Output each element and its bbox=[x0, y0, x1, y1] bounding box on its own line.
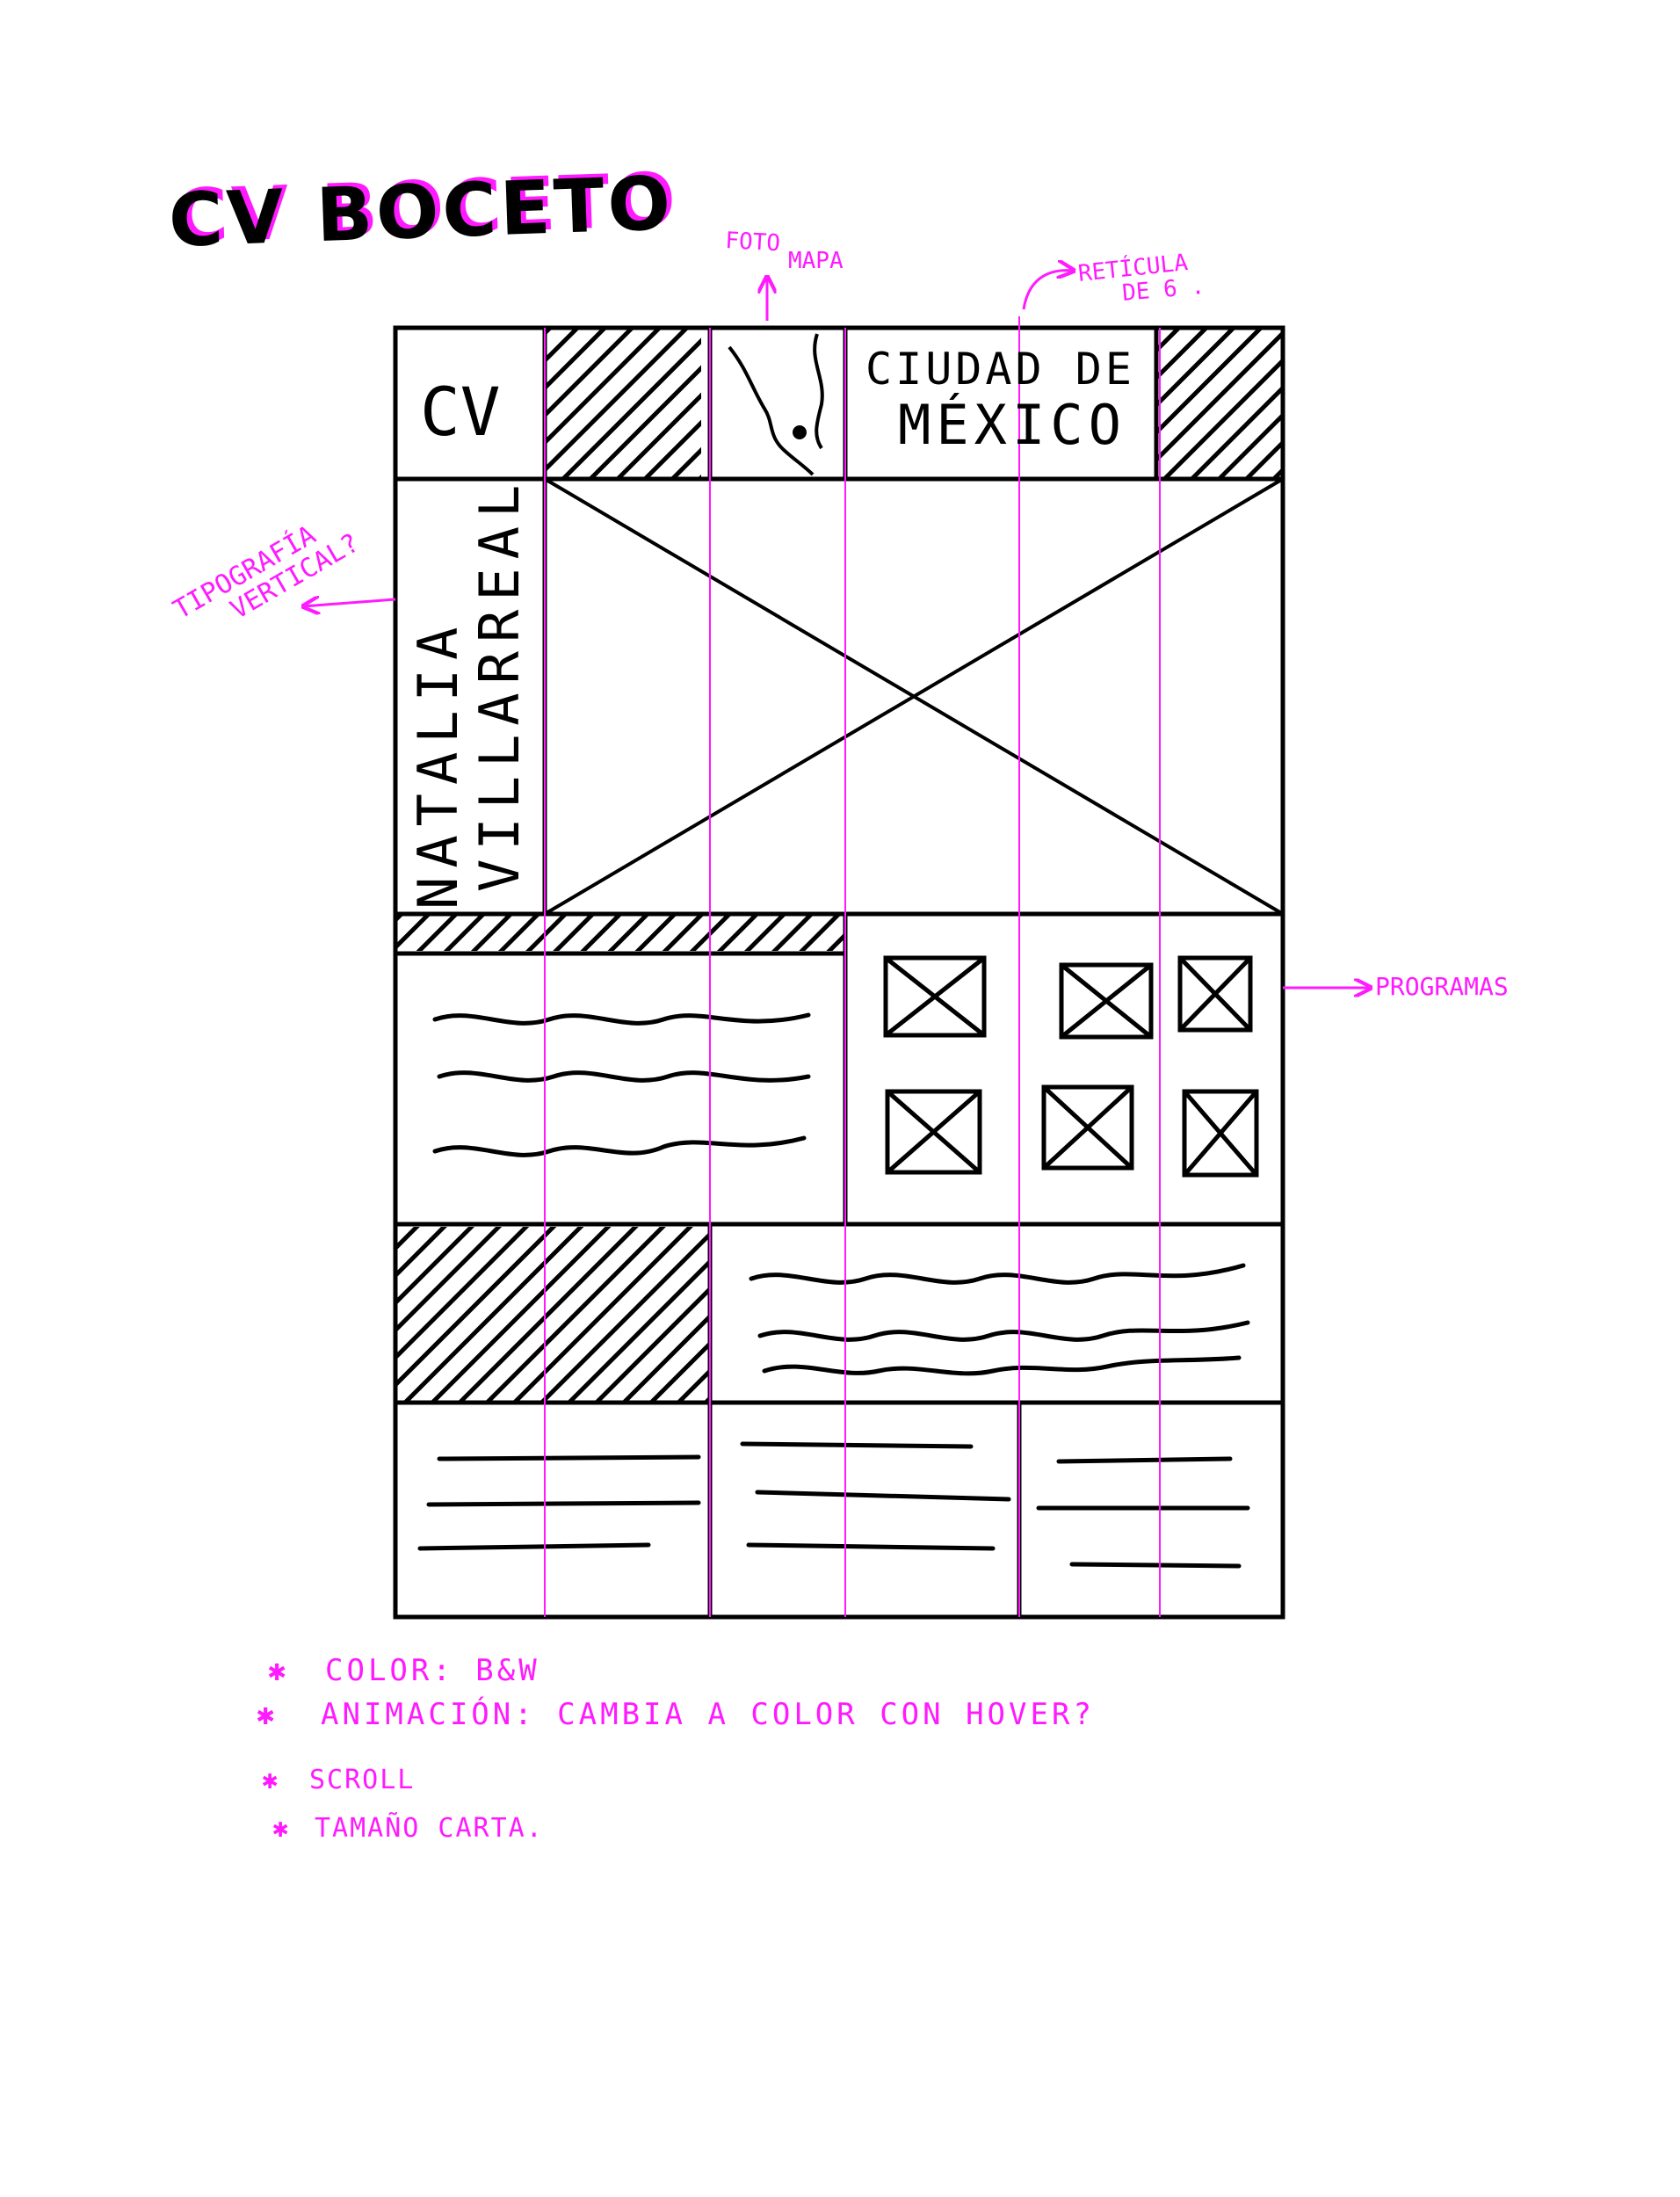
program-icon-4 bbox=[885, 1089, 982, 1175]
program-icon-3 bbox=[1177, 955, 1253, 1033]
note-bullet: ✱ bbox=[272, 1813, 288, 1844]
annotation-foto: FOTO bbox=[725, 228, 781, 257]
text-placeholder-squiggles-1 bbox=[432, 1012, 811, 1157]
header-cv: CV bbox=[420, 373, 501, 451]
annotation-mapa: MAPA bbox=[788, 248, 844, 274]
hatched-block-top-2 bbox=[1156, 330, 1281, 477]
note-bullet: ✱ bbox=[262, 1765, 278, 1795]
program-icon-6 bbox=[1182, 1089, 1259, 1178]
note-bullet: ✱ bbox=[257, 1697, 274, 1732]
program-icon-5 bbox=[1041, 1084, 1134, 1171]
note-bullet: ✱ bbox=[268, 1653, 286, 1688]
text-placeholder-lines bbox=[417, 1441, 1250, 1569]
grid-guides bbox=[544, 316, 1161, 1617]
sketch-frame bbox=[393, 325, 1285, 1620]
vertical-name-line1: NATALIA bbox=[406, 619, 470, 910]
notes-list: ✱ COLOR: B&W ✱ ANIMACIÓN: CAMBIA A COLOR… bbox=[257, 1653, 1095, 1844]
annotation-programas: PROGRAMAS bbox=[1375, 972, 1509, 1001]
header-city-line2: MÉXICO bbox=[898, 393, 1126, 457]
program-icons bbox=[883, 955, 1259, 1178]
note-2: ANIMACIÓN: CAMBIA A COLOR CON HOVER? bbox=[321, 1696, 1095, 1732]
hatched-block-lower bbox=[395, 1227, 710, 1403]
reticula-arrow bbox=[1022, 271, 1074, 310]
note-3: SCROLL bbox=[309, 1765, 415, 1795]
map-icon bbox=[728, 333, 824, 476]
tipografia-arrow bbox=[303, 599, 396, 606]
program-icon-1 bbox=[883, 955, 987, 1038]
program-icon-2 bbox=[1059, 962, 1154, 1040]
note-1: COLOR: B&W bbox=[325, 1653, 540, 1688]
header-city-line1: CIUDAD DE bbox=[865, 344, 1135, 395]
vertical-name-line2: VILLARREAL bbox=[467, 476, 532, 892]
text-placeholder-squiggles-2 bbox=[749, 1263, 1250, 1376]
note-4: TAMAÑO CARTA. bbox=[315, 1812, 544, 1844]
hatched-block-top-1 bbox=[545, 330, 701, 477]
hatched-bar bbox=[395, 916, 844, 951]
